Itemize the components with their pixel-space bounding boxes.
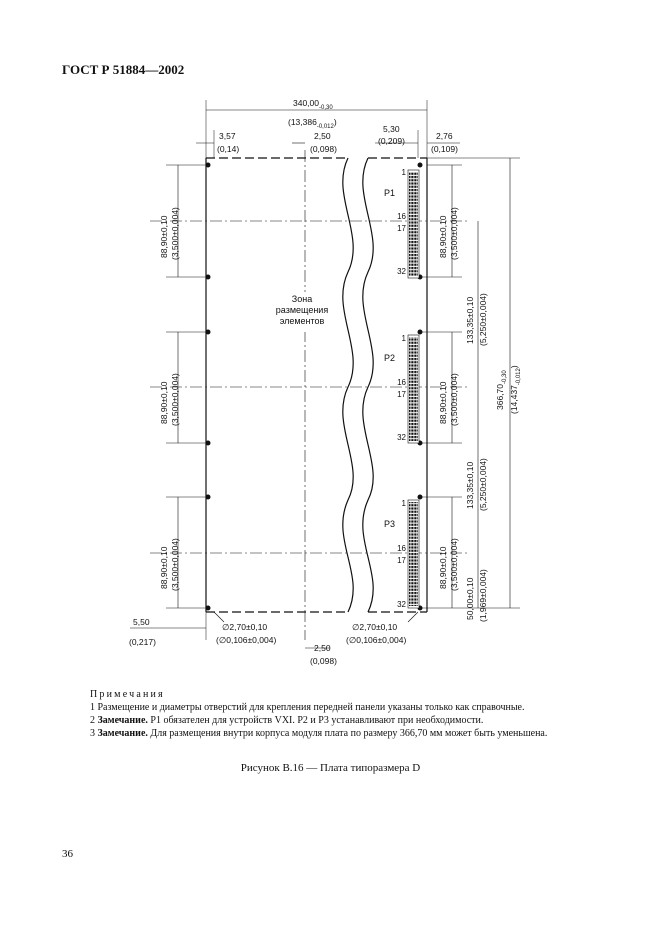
dim-pitch-left-1-in: (3,500±0,004) [170, 207, 180, 260]
p2-pin-16: 16 [397, 378, 406, 387]
mounting-holes [205, 162, 423, 611]
dim-left-offset-in: (0,14) [217, 144, 239, 154]
dim-height: 366,70-0,30 [495, 370, 508, 410]
dim-pitch-right-1: 88,90±0,10 [438, 215, 448, 258]
dim-hole-right-in: (∅0,106±0,004) [346, 635, 406, 645]
p2-pin-17: 17 [397, 390, 406, 399]
dim-conn-pitch-2: 133,35±0,10 [465, 462, 475, 509]
dim-pitch-left-2-in: (3,500±0,004) [170, 373, 180, 426]
p3-pin-16: 16 [397, 544, 406, 553]
dim-mid-top: 2,50 [314, 131, 331, 141]
connector-p1 [407, 169, 420, 279]
dim-right-b-in: (0,109) [431, 144, 458, 154]
break-line-right [362, 157, 374, 613]
dim-bottom-conn-in: (1,969±0,004) [478, 569, 488, 622]
dim-pitch-left-2: 88,90±0,10 [159, 381, 169, 424]
p2-pin-1: 1 [402, 334, 407, 343]
p3-pin-32: 32 [397, 600, 406, 609]
dim-conn-pitch-1: 133,35±0,10 [465, 297, 475, 344]
dim-pitch-right-1-in: (3,500±0,004) [449, 207, 459, 260]
dim-bottom-conn: 50,00±0,10 [465, 577, 475, 620]
dim-conn-pitch-1-in: (5,250±0,004) [478, 293, 488, 346]
dim-height-in: (14,437-0,012) [509, 365, 522, 414]
board-drawing: 340,00-0,30 (13,386-0,012) 3,57 (0,14) 2… [129, 98, 522, 666]
dim-pitch-left-3: 88,90±0,10 [159, 546, 169, 589]
dim-left-offset: 3,57 [219, 131, 236, 141]
connector-p1-label: P1 [384, 188, 395, 198]
dim-bottom-left: 5,50 [133, 617, 150, 627]
centre-lines [150, 150, 470, 640]
p3-pin-1: 1 [402, 499, 407, 508]
notes-title: Примечания [90, 689, 165, 700]
dim-hole-left: ∅2,70±0,10 [222, 622, 267, 632]
p3-pin-17: 17 [397, 556, 406, 565]
dim-hole-left-in: (∅0,106±0,004) [216, 635, 276, 645]
dim-pitch-left-1: 88,90±0,10 [159, 215, 169, 258]
board-outline [205, 157, 428, 613]
connector-p3 [407, 499, 420, 609]
dim-pitch-right-3: 88,90±0,10 [438, 546, 448, 589]
note-2: 2 Замечание. P1 обязателен для устройств… [90, 715, 484, 726]
p1-pin-1: 1 [402, 168, 407, 177]
dim-bottom-left-in: (0,217) [129, 637, 156, 647]
connector-p3-label: P3 [384, 519, 395, 529]
dim-right-a-in: (0,209) [378, 136, 405, 146]
dim-top-width: 340,00-0,30 [293, 98, 333, 111]
notes-block: Примечания 1 Размещение и диаметры отвер… [62, 688, 602, 740]
dim-bottom-mid-in: (0,098) [310, 656, 337, 666]
dim-right-b: 2,76 [436, 131, 453, 141]
break-line-left [342, 157, 354, 613]
dim-pitch-right-2-in: (3,500±0,004) [449, 373, 459, 426]
zone-label-line1: Зона [292, 294, 312, 304]
standard-header: ГОСТ Р 51884—2002 [62, 62, 185, 77]
note-3: 3 Замечание. Для размещения внутри корпу… [90, 728, 548, 739]
p2-pin-32: 32 [397, 433, 406, 442]
p1-pin-16: 16 [397, 212, 406, 221]
dim-bottom-mid: 2,50 [314, 643, 331, 653]
dim-hole-right: ∅2,70±0,10 [352, 622, 397, 632]
dim-conn-pitch-2-in: (5,250±0,004) [478, 458, 488, 511]
dim-mid-top-in: (0,098) [310, 144, 337, 154]
p1-pin-17: 17 [397, 224, 406, 233]
figure-caption: Рисунок В.16 — Плата типоразмера D [240, 762, 421, 774]
dim-pitch-right-2: 88,90±0,10 [438, 381, 448, 424]
dim-right-a: 5,30 [383, 124, 400, 134]
connector-p2 [407, 334, 420, 444]
connector-p2-label: P2 [384, 353, 395, 363]
dim-top-width-in: (13,386-0,012) [288, 117, 337, 130]
p1-pin-32: 32 [397, 267, 406, 276]
page-number: 36 [62, 848, 73, 860]
dim-pitch-right-3-in: (3,500±0,004) [449, 538, 459, 591]
dim-pitch-left-3-in: (3,500±0,004) [170, 538, 180, 591]
zone-label-line2: размещения [276, 305, 329, 315]
note-1: 1 Размещение и диаметры отверстий для кр… [90, 702, 525, 713]
zone-label-line3: элементов [280, 316, 325, 326]
